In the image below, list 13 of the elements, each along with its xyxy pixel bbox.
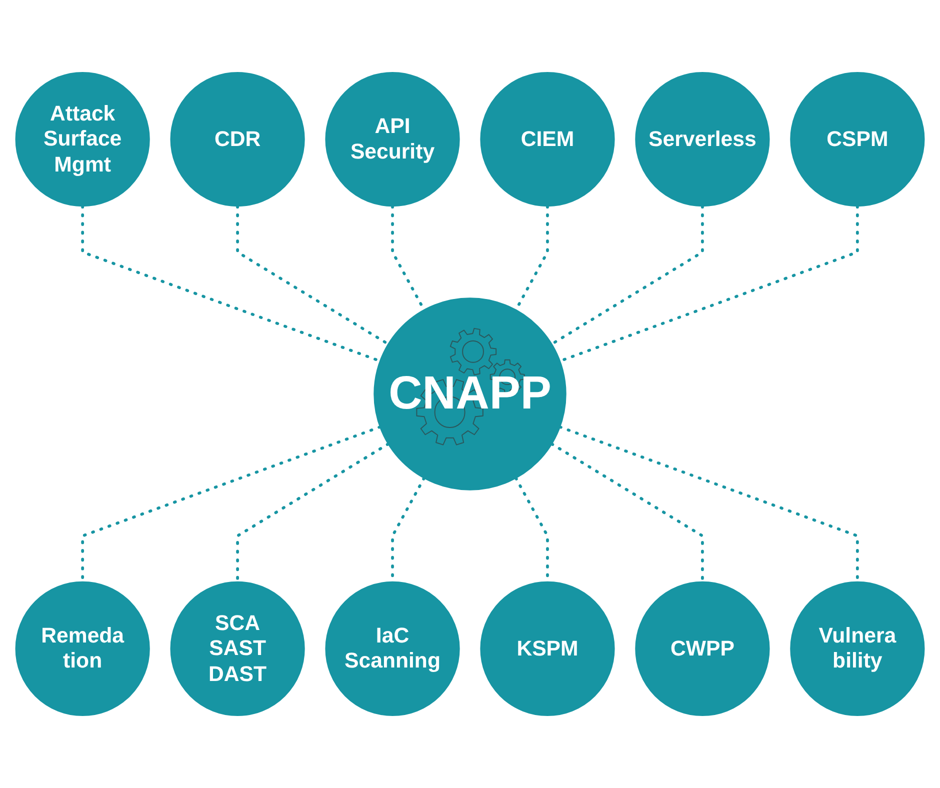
node-circle: SCA SAST DAST — [170, 581, 305, 716]
node-circle: CNAPP — [374, 298, 566, 490]
node-circle: Serverless — [635, 72, 770, 207]
node-circle: CIEM — [480, 72, 615, 207]
node-circle: Vulnera bility — [790, 581, 925, 716]
node-circle: API Security — [325, 72, 460, 207]
node-circle: Attack Surface Mgmt — [15, 72, 150, 207]
node-circle: KSPM — [480, 581, 615, 716]
node-circle: CSPM — [790, 72, 925, 207]
node-circle: Remeda tion — [15, 581, 150, 716]
node-circle: CDR — [170, 72, 305, 207]
node-circle: CWPP — [635, 581, 770, 716]
node-circle: IaC Scanning — [325, 581, 460, 716]
